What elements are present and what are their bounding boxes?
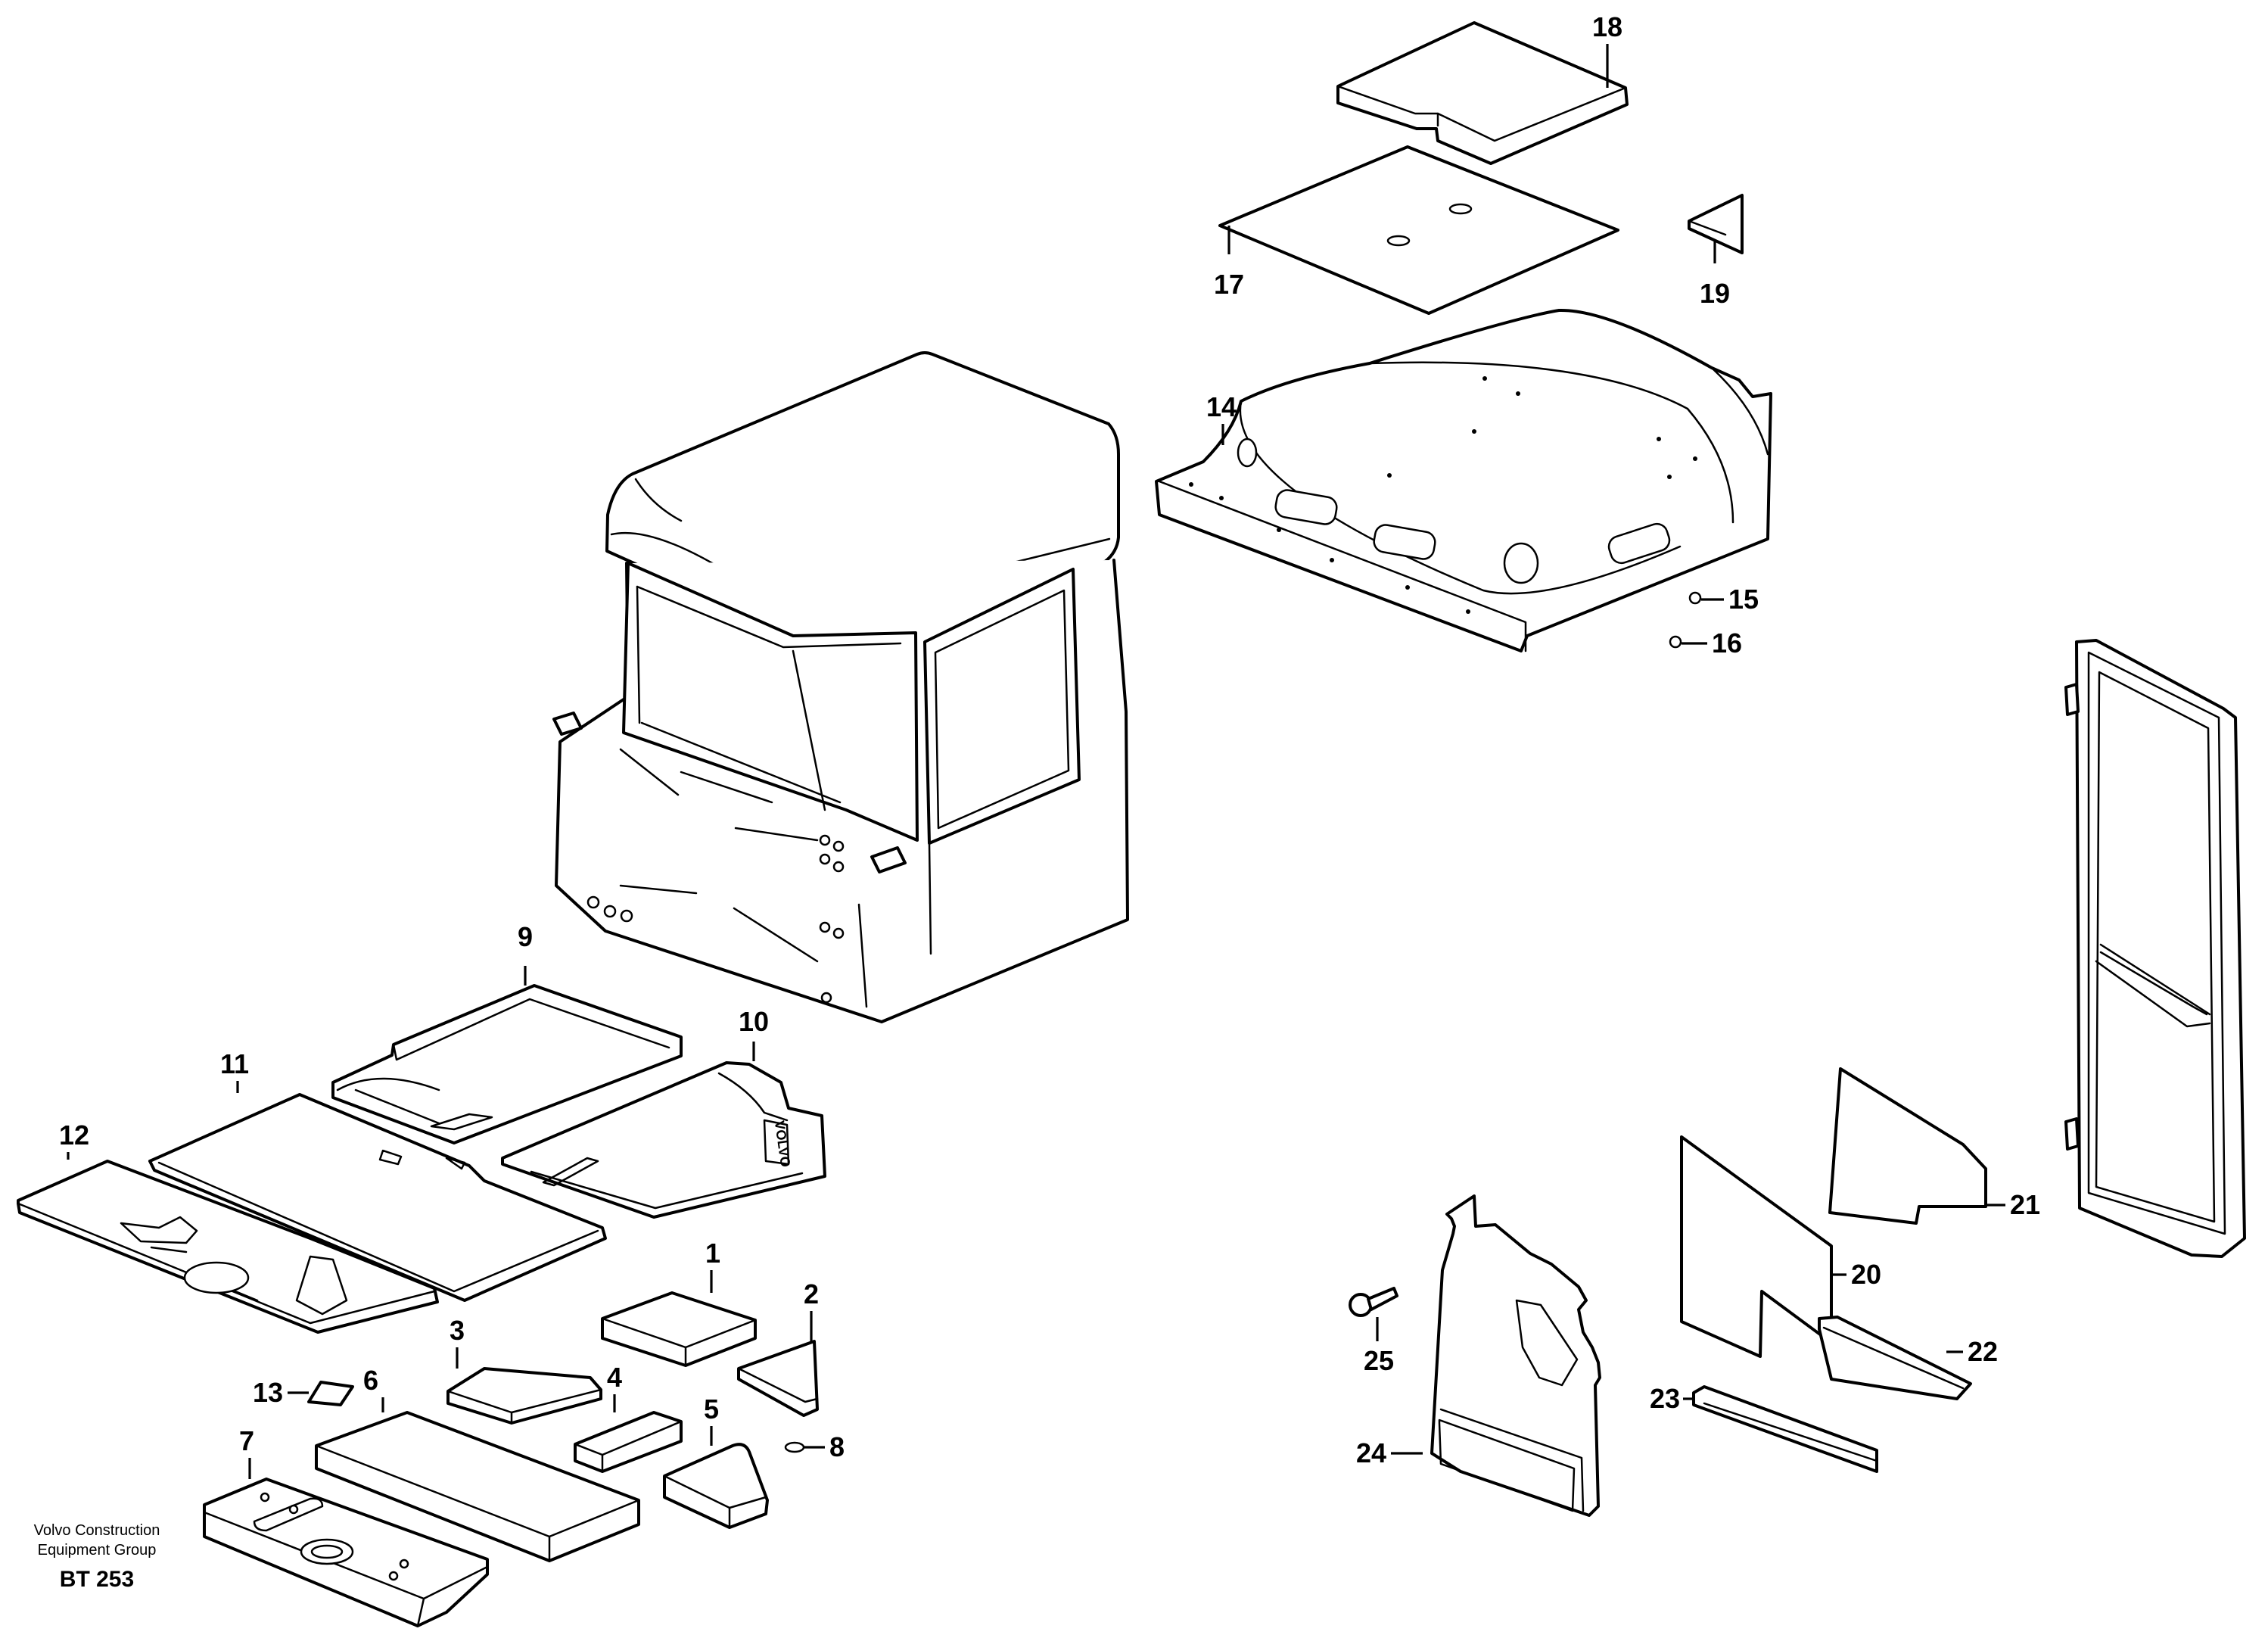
callout-16: 16 <box>1712 627 1742 659</box>
callout-11: 11 <box>220 1048 249 1079</box>
part-22-strip <box>1818 1316 1972 1400</box>
callout-10: 10 <box>739 1006 769 1037</box>
part-12-perforated-mat <box>17 1160 439 1334</box>
part-4-insulation-block <box>574 1411 683 1473</box>
publisher-caption: Volvo Construction Equipment Group BT 25… <box>34 1522 160 1592</box>
leader-lines <box>67 44 2005 1479</box>
part-14-headliner <box>1155 308 1772 652</box>
callout-14: 14 <box>1206 391 1237 422</box>
callout-17: 17 <box>1214 269 1244 300</box>
caption-line-2: Equipment Group <box>38 1542 157 1559</box>
illustration-code: BT 253 <box>60 1567 134 1592</box>
callout-5: 5 <box>704 1394 719 1425</box>
callout-6: 6 <box>363 1365 378 1396</box>
part-9-floor-mat <box>331 984 683 1144</box>
door-frame <box>2064 639 2246 1258</box>
part-3-insulation-block <box>446 1367 602 1425</box>
callout-3: 3 <box>450 1315 465 1346</box>
callout-7: 7 <box>239 1425 254 1456</box>
part-21-insulation-panel <box>1828 1067 1987 1225</box>
caption-line-1: Volvo Construction <box>34 1522 160 1539</box>
part-11-perforated-mat <box>148 1093 607 1302</box>
callout-18: 18 <box>1592 11 1622 42</box>
callout-22: 22 <box>1968 1336 1998 1367</box>
parts-15-16-fasteners <box>1669 591 1702 649</box>
callout-13: 13 <box>253 1377 283 1408</box>
part-1-insulation-block <box>601 1291 757 1367</box>
callout-12: 12 <box>59 1120 89 1151</box>
part-17-roof-panel <box>1218 145 1619 315</box>
callout-20: 20 <box>1851 1259 1881 1290</box>
callout-labels: 9 10 11 12 1 2 3 4 5 6 7 8 13 18 17 19 1… <box>59 11 2040 1468</box>
part-10-floor-mat: VOLVO <box>501 1061 826 1219</box>
part-7-floor-plate <box>203 1478 489 1627</box>
part-2-wedge <box>737 1340 819 1417</box>
callout-9: 9 <box>518 921 533 952</box>
part-18-roof-insulation <box>1336 21 1629 165</box>
callout-21: 21 <box>2010 1189 2040 1220</box>
part-19-bracket <box>1688 194 1744 254</box>
callout-2: 2 <box>804 1278 819 1309</box>
callout-24: 24 <box>1356 1437 1386 1468</box>
callout-19: 19 <box>1700 278 1730 309</box>
callout-4: 4 <box>607 1362 622 1393</box>
part-20-insulation-panel <box>1680 1135 1833 1358</box>
part-8-washer <box>784 1441 805 1453</box>
part-25-screw <box>1349 1287 1398 1317</box>
callout-8: 8 <box>829 1431 845 1462</box>
part-6-long-insulation <box>315 1411 640 1562</box>
callout-23: 23 <box>1650 1383 1680 1414</box>
callout-1: 1 <box>705 1238 720 1269</box>
part-13-clip <box>307 1381 354 1406</box>
part-24-side-panel <box>1430 1194 1601 1517</box>
part-23-trim-strip <box>1692 1385 1878 1473</box>
callout-15: 15 <box>1728 584 1759 615</box>
cab <box>552 351 1129 1023</box>
part-5-insulation-block <box>663 1443 769 1529</box>
callout-25: 25 <box>1364 1345 1394 1376</box>
